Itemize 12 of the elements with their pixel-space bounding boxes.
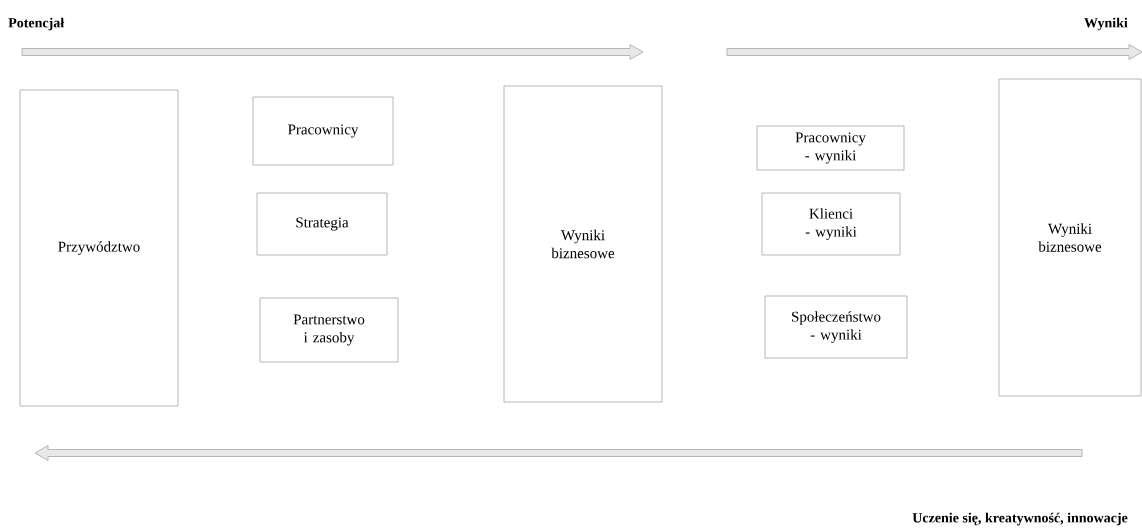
text-box: Wyniki biznesowe	[998, 78, 1142, 397]
text-box: Strategia	[256, 192, 388, 256]
text-box: Wyniki biznesowe	[503, 85, 663, 403]
text-box: Społeczeństwo - wyniki	[764, 295, 908, 359]
text-box: Pracownicy - wyniki	[756, 125, 905, 171]
text-box: Klienci - wyniki	[761, 192, 901, 256]
heading: Uczenie się, kreatywność, innowacje	[912, 512, 1128, 526]
text-box: Przywództwo	[19, 89, 179, 407]
text-box: Pracownicy	[252, 96, 394, 166]
heading: Potencjał	[8, 17, 65, 31]
heading: Wyniki	[1084, 17, 1128, 31]
text-box: Partnerstwo i zasoby	[259, 297, 399, 363]
